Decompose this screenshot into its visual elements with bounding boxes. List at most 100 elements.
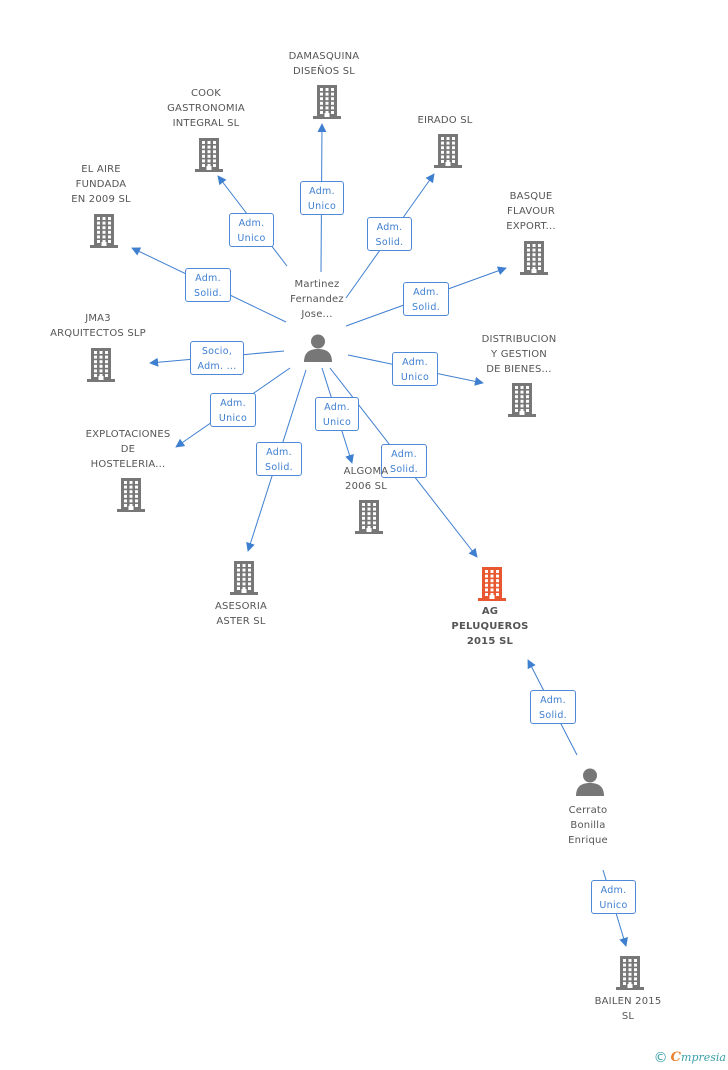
relation-label-line: Solid. <box>194 288 222 299</box>
node-label-line: ASTER SL <box>216 616 266 627</box>
relation-label-line: Adm. <box>195 273 221 284</box>
relation-label-line: Adm. <box>402 357 428 368</box>
node-label-line: SL <box>621 1011 635 1022</box>
relation-label[interactable]: Adm. Solid. <box>381 444 427 478</box>
relation-label[interactable]: Adm. Solid. <box>185 268 231 302</box>
copyright-symbol: © <box>653 1050 668 1066</box>
relation-label[interactable]: Adm. Unico <box>591 880 636 914</box>
relation-label-line: Adm. <box>376 222 403 233</box>
node-label-line: EL AIRE <box>81 164 121 175</box>
relation-label-line: Adm. <box>600 885 627 896</box>
building-icon[interactable] <box>85 347 117 387</box>
relation-label[interactable]: Adm. Unico <box>210 393 256 427</box>
node-label-line: DAMASQUINA <box>288 51 360 62</box>
company-name-eirado[interactable]: EIRADO SL <box>375 113 515 128</box>
relation-label[interactable]: Adm. Solid. <box>530 690 576 724</box>
relation-label-line: Adm. <box>413 287 439 298</box>
node-label-line: EIRADO SL <box>417 115 473 126</box>
relation-label[interactable]: Adm. Unico <box>315 397 359 431</box>
company-name-asesoria[interactable]: ASESORIA ASTER SL <box>171 599 311 629</box>
building-icon[interactable] <box>614 955 646 995</box>
node-label-line: EXPORT... <box>506 221 556 232</box>
node-label-line: Enrique <box>568 835 608 846</box>
node-label-line: Fernandez <box>290 294 344 305</box>
company-name-ag[interactable]: AG PELUQUEROS 2015 SL <box>420 604 560 649</box>
node-label-line: Bonilla <box>570 820 606 831</box>
node-label-line: Martinez <box>294 279 340 290</box>
node-label-line: EXPLOTACIONES <box>85 429 171 440</box>
relation-label-line: Unico <box>307 201 337 212</box>
node-label-line: FLAVOUR <box>507 206 555 217</box>
company-name-damasquina[interactable]: DAMASQUINA DISEÑOS SL <box>254 49 394 79</box>
building-icon[interactable] <box>353 499 385 539</box>
relation-label-line: Solid. <box>390 464 418 475</box>
relation-label-line: Unico <box>599 900 628 911</box>
node-label-line: PELUQUEROS <box>451 621 529 632</box>
relation-label-line: Unico <box>322 417 352 428</box>
relation-label-line: Adm. ... <box>197 361 237 372</box>
node-label-line: ASESORIA <box>214 601 268 612</box>
relation-label[interactable]: Adm.Solid. <box>256 442 302 476</box>
building-icon[interactable] <box>228 560 260 600</box>
building-icon[interactable] <box>506 382 538 422</box>
company-name-cook[interactable]: COOK GASTRONOMIA INTEGRAL SL <box>136 86 276 131</box>
focus-building-icon[interactable] <box>476 566 508 606</box>
person-icon[interactable] <box>575 767 605 801</box>
brand-footer: ©Cmpresia <box>654 1050 726 1066</box>
node-label-line: HOSTELERIA... <box>90 459 166 470</box>
building-icon[interactable] <box>88 213 120 253</box>
node-label-line: Y GESTION <box>491 349 547 360</box>
node-label-line: INTEGRAL SL <box>172 118 240 129</box>
company-name-algoma[interactable]: ALGOMA 2006 SL <box>296 464 436 494</box>
node-label-line: EN 2009 SL <box>71 194 131 205</box>
relation-label[interactable]: Adm. Unico <box>392 352 438 386</box>
building-icon[interactable] <box>432 133 464 173</box>
building-icon[interactable] <box>518 240 550 280</box>
node-label-line: FUNDADA <box>75 179 127 190</box>
company-name-explotaciones[interactable]: EXPLOTACIONES DE HOSTELERIA... <box>58 427 198 472</box>
node-label-line: COOK <box>190 88 222 99</box>
node-label-line: 2015 SL <box>466 636 514 647</box>
company-name-elaire[interactable]: EL AIRE FUNDADA EN 2009 SL <box>31 162 171 207</box>
relation-label-line: Solid. <box>539 710 567 721</box>
node-label-line: ARQUITECTOS SLP <box>50 328 146 339</box>
relation-label-line: Adm. <box>266 447 292 458</box>
relation-label-line: Adm. <box>220 398 246 409</box>
relation-label-line: Adm. <box>391 449 417 460</box>
relation-label-line: Socio, <box>201 346 233 357</box>
building-icon[interactable] <box>311 84 343 124</box>
relation-label-line: Unico <box>218 413 248 424</box>
node-label-line: Jose... <box>301 309 333 320</box>
node-label-line: DE BIENES... <box>486 364 552 375</box>
relation-label[interactable]: Adm.Solid. <box>403 282 449 316</box>
relation-label[interactable]: Adm. Solid. <box>367 217 412 251</box>
building-icon[interactable] <box>193 137 225 177</box>
relation-label[interactable]: Adm. Unico <box>300 181 344 215</box>
node-label-line: Cerrato <box>568 805 608 816</box>
relation-label-line: Unico <box>400 372 430 383</box>
relation-label-line: Adm. <box>238 218 265 229</box>
relation-label-line: Adm. <box>309 186 335 197</box>
node-label-line: DISEÑOS SL <box>292 66 356 77</box>
relation-label[interactable]: Adm.Unico <box>229 213 274 247</box>
node-label-line: 2006 SL <box>345 481 387 492</box>
node-label-line: ALGOMA <box>343 466 389 477</box>
node-label-line: GASTRONOMIA <box>167 103 245 114</box>
relation-label-line: Adm. <box>324 402 350 413</box>
brand-logo[interactable]: Cmpresia <box>670 1050 726 1065</box>
node-label-line: AG <box>481 606 499 617</box>
company-name-distribucion[interactable]: DISTRIBUCION Y GESTION DE BIENES... <box>449 332 589 377</box>
node-label-line: DE <box>120 444 136 455</box>
node-label-line: DISTRIBUCION <box>481 334 557 345</box>
relation-label-line: Adm. <box>540 695 566 706</box>
person-icon[interactable] <box>303 333 333 367</box>
relation-label[interactable]: Socio, Adm. ... <box>190 341 244 375</box>
building-icon[interactable] <box>115 477 147 517</box>
relation-label-line: Solid. <box>375 237 404 248</box>
node-label-line: JMA3 <box>85 313 111 324</box>
